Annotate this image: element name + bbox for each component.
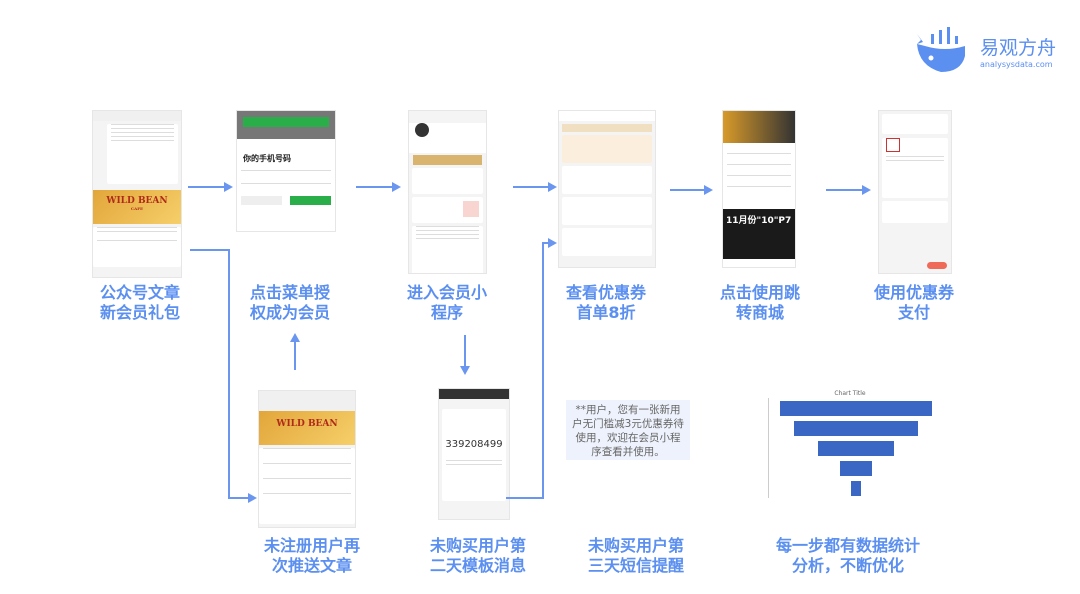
arrow-right-icon bbox=[862, 185, 871, 195]
cafe-sub: CAFE bbox=[130, 206, 144, 211]
step-caption: 公众号文章 新会员礼包 bbox=[99, 283, 180, 322]
logo-name: 易观方舟 bbox=[980, 37, 1057, 59]
funnel-bar bbox=[818, 441, 894, 456]
arrow-right-icon bbox=[548, 182, 557, 192]
branch-caption: 未购买用户第 三天短信提醒 bbox=[587, 536, 684, 575]
step-caption: 使用优惠券 支付 bbox=[873, 283, 954, 322]
arrow-line bbox=[228, 497, 248, 499]
arrow-right-icon bbox=[548, 238, 557, 248]
phone-mall: 11月份"10"P7 bbox=[722, 110, 796, 268]
arrow-line bbox=[542, 242, 548, 244]
funnel-bar bbox=[840, 461, 872, 476]
arrow-line bbox=[356, 186, 392, 188]
phone-member bbox=[408, 110, 487, 274]
arrow-line bbox=[826, 189, 862, 191]
arrow-up-icon bbox=[290, 333, 300, 342]
chart-title: Chart Title bbox=[834, 390, 866, 397]
arrow-right-icon bbox=[392, 182, 401, 192]
phone-auth: 你的手机号码 bbox=[236, 110, 336, 232]
arrow-line bbox=[464, 335, 466, 366]
arrow-line bbox=[506, 497, 544, 499]
phone-coupons bbox=[558, 110, 656, 268]
whale-logo-icon bbox=[915, 26, 965, 74]
arrow-right-icon bbox=[224, 182, 233, 192]
axis-line bbox=[768, 398, 769, 498]
branch-caption: 每一步都有数据统计 分析，不断优化 bbox=[775, 536, 920, 575]
branch-caption: 未购买用户第 二天模板消息 bbox=[429, 536, 526, 575]
pay-button[interactable] bbox=[927, 262, 947, 269]
deny-button[interactable] bbox=[241, 196, 282, 205]
arrow-right-icon bbox=[248, 493, 257, 503]
auth-title: 你的手机号码 bbox=[243, 154, 291, 163]
step-caption: 进入会员小 程序 bbox=[406, 283, 487, 322]
arrow-line bbox=[188, 186, 224, 188]
phone-repush: WILD BEAN bbox=[258, 390, 356, 528]
funnel-bar bbox=[851, 481, 861, 496]
arrow-line bbox=[228, 249, 230, 499]
cafe-banner: WILD BEAN bbox=[106, 196, 168, 206]
sms-message: **用户，您有一张新用户无门槛减3元优惠券待使用，欢迎在会员小程序查看并使用。 bbox=[566, 400, 690, 460]
funnel-bar bbox=[780, 401, 932, 416]
funnel-bar bbox=[794, 421, 918, 436]
branch-caption: 未注册用户再 次推送文章 bbox=[263, 536, 360, 575]
arrow-down-icon bbox=[460, 366, 470, 375]
arrow-line bbox=[294, 342, 296, 370]
phone-payment bbox=[878, 110, 952, 274]
arrow-line bbox=[513, 186, 548, 188]
arrow-right-icon bbox=[704, 185, 713, 195]
template-code: 339208499 bbox=[445, 439, 503, 450]
mall-promo: 11月份"10"P7 bbox=[723, 209, 795, 259]
arrow-line bbox=[670, 189, 704, 191]
arrow-line bbox=[190, 249, 230, 251]
allow-button[interactable] bbox=[290, 196, 331, 205]
step-caption: 点击使用跳 转商城 bbox=[719, 283, 800, 322]
step-caption: 点击菜单授 权成为会员 bbox=[249, 283, 330, 322]
arrow-line bbox=[542, 242, 544, 499]
phone-template-message: 339208499 bbox=[438, 388, 510, 520]
logo-domain: analysysdata.com bbox=[980, 60, 1053, 69]
step-caption: 查看优惠券 首单8折 bbox=[565, 283, 646, 322]
funnel-chart: Chart Title bbox=[760, 380, 940, 500]
